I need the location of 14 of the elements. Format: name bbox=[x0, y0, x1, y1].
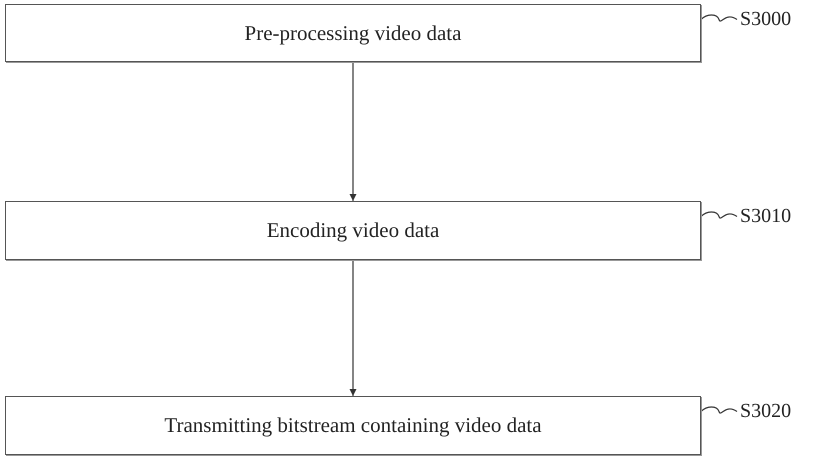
leader-line bbox=[700, 14, 738, 22]
step-text: Transmitting bitstream containing video data bbox=[164, 413, 542, 438]
process-box bbox=[5, 201, 701, 260]
arrow bbox=[350, 260, 356, 396]
step-number: S3020 bbox=[740, 400, 792, 423]
process-box bbox=[5, 4, 701, 62]
arrow bbox=[350, 62, 356, 201]
leader-line bbox=[700, 406, 738, 414]
step-number: S3000 bbox=[740, 8, 792, 31]
leader-line bbox=[700, 211, 738, 218]
step-text: Encoding video data bbox=[266, 218, 440, 243]
step-text: Pre-processing video data bbox=[244, 20, 462, 46]
process-box bbox=[5, 396, 701, 455]
step-number: S3010 bbox=[740, 205, 792, 228]
